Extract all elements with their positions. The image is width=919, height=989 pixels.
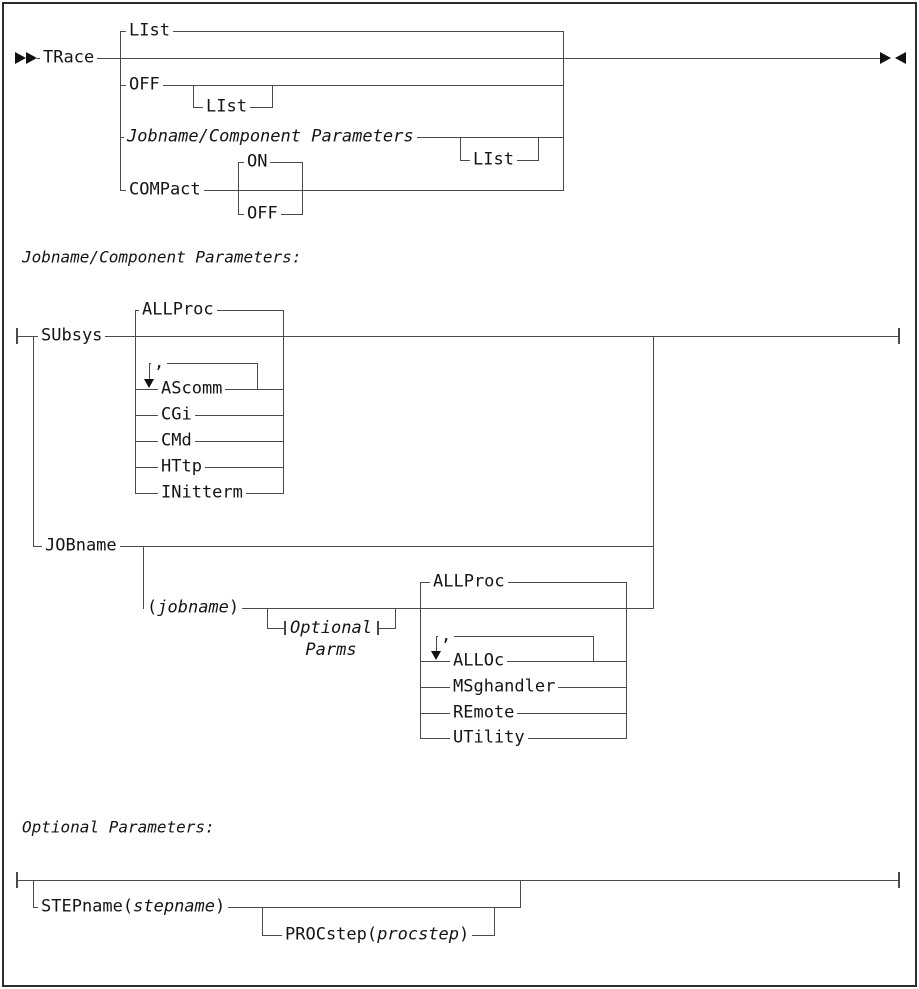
option-initterm: INitterm xyxy=(158,482,246,504)
operand-jobname: (jobname) xyxy=(144,597,243,619)
fragment-ref-optional-parms: Optional Parms xyxy=(288,617,374,661)
rail-line-vertical xyxy=(563,31,564,191)
operand-jobname-paren-open: ( xyxy=(147,597,158,618)
rail-line-vertical xyxy=(302,162,303,215)
option-msghandler: MSghandler xyxy=(450,676,559,698)
rail-line-vertical xyxy=(395,608,396,629)
rail-line-vertical xyxy=(120,31,121,191)
rail-line-horizontal xyxy=(267,628,285,629)
fragment-ref-optional-parms-line1: Optional xyxy=(290,618,372,638)
keyword-stepname-close: ) xyxy=(215,896,226,917)
option-allproc-default-2: ALLProc xyxy=(430,571,508,593)
rail-line-vertical xyxy=(520,880,521,908)
rail-line-vertical xyxy=(420,582,421,739)
option-compact-off: OFF xyxy=(244,203,281,225)
rail-line-horizontal xyxy=(436,636,593,637)
operand-jobname-var: jobname xyxy=(157,597,229,618)
option-off: OFF xyxy=(126,74,163,96)
rail-line-horizontal xyxy=(33,546,653,547)
section-heading-optional-parameters: Optional Parameters: xyxy=(20,817,217,837)
rail-line-vertical xyxy=(272,85,273,108)
diagram-start-icon xyxy=(15,52,26,64)
option-alloc: ALLOc xyxy=(450,650,508,672)
option-compact-on: ON xyxy=(244,151,271,173)
rail-line-horizontal xyxy=(143,608,653,609)
option-cgi: CGi xyxy=(158,404,195,426)
repeat-arrow-icon xyxy=(144,379,154,388)
rail-line-vertical xyxy=(538,137,539,161)
rail-line-vertical xyxy=(149,363,150,380)
rail-line-horizontal xyxy=(135,467,283,468)
keyword-procstep: PROCstep(procstep) xyxy=(282,924,473,946)
option-cmd: CMd xyxy=(158,430,195,452)
rail-line-horizontal xyxy=(420,713,626,714)
rail-line-horizontal xyxy=(149,363,257,364)
rail-line-horizontal xyxy=(37,58,881,59)
option-allproc-default: ALLProc xyxy=(139,299,217,321)
fragment-tick xyxy=(284,621,286,635)
repeat-arrow-icon xyxy=(431,651,441,660)
section-heading-jobname-component: Jobname/Component Parameters: xyxy=(20,247,304,267)
rail-line-vertical xyxy=(33,336,34,546)
rail-line-vertical xyxy=(436,636,437,652)
rail-line-vertical xyxy=(460,137,461,161)
diagram-end-icon xyxy=(880,52,891,64)
rail-line-vertical xyxy=(33,880,34,908)
rail-line-vertical xyxy=(626,582,627,739)
loop-separator-comma-2: , xyxy=(438,625,455,647)
keyword-procstep-open: PROCstep( xyxy=(285,924,378,945)
rail-line-vertical xyxy=(193,85,194,108)
option-list-default: LIst xyxy=(126,20,173,42)
rail-line-vertical xyxy=(143,546,144,609)
rail-line-vertical xyxy=(257,363,258,390)
rail-line-horizontal xyxy=(377,628,396,629)
keyword-stepname-open: STEPname( xyxy=(41,896,134,917)
rail-line-horizontal xyxy=(135,415,283,416)
rail-line-horizontal xyxy=(120,85,563,86)
rail-line-vertical xyxy=(653,336,654,609)
fragment-ref-jobname-component: Jobname/Component Parameters xyxy=(124,126,417,148)
fragment-tick xyxy=(898,872,900,888)
rail-line-horizontal xyxy=(120,190,563,191)
rail-line-horizontal xyxy=(120,31,563,32)
rail-line-vertical xyxy=(283,310,284,494)
rail-line-vertical xyxy=(135,310,136,494)
fragment-tick xyxy=(898,328,900,344)
operand-stepname-var: stepname xyxy=(133,896,216,917)
rail-line-vertical xyxy=(238,162,239,215)
rail-line-horizontal xyxy=(420,661,626,662)
keyword-subsys: SUbsys xyxy=(38,325,106,347)
keyword-jobname: JOBname xyxy=(42,535,120,557)
rail-line-horizontal xyxy=(17,336,899,337)
operand-jobname-paren-close: ) xyxy=(228,597,240,618)
rail-line-vertical xyxy=(494,907,495,936)
rail-line-horizontal xyxy=(17,880,899,881)
option-ascomm: AScomm xyxy=(158,378,226,400)
option-remote: REmote xyxy=(450,702,518,724)
rail-line-horizontal xyxy=(33,907,521,908)
rail-line-vertical xyxy=(593,636,594,662)
diagram-start-icon xyxy=(26,52,37,64)
rail-line-horizontal xyxy=(420,582,626,583)
operand-procstep-var: procstep xyxy=(377,924,460,945)
diagram-end-icon xyxy=(895,52,906,64)
option-http: HTtp xyxy=(158,456,205,478)
option-off-list: LIst xyxy=(203,96,250,118)
keyword-stepname: STEPname(stepname) xyxy=(38,896,229,918)
keyword-trace: TRace xyxy=(40,47,98,69)
loop-separator-comma: , xyxy=(151,352,168,374)
rail-line-vertical xyxy=(262,907,263,936)
option-utility: UTility xyxy=(450,727,528,749)
option-list-after-fragment: LIst xyxy=(470,149,517,171)
keyword-procstep-close: ) xyxy=(459,924,470,945)
option-compact: COMPact xyxy=(126,179,204,201)
rail-line-vertical xyxy=(267,608,268,629)
rail-line-horizontal xyxy=(135,441,283,442)
fragment-ref-optional-parms-line2: Parms xyxy=(305,640,357,660)
